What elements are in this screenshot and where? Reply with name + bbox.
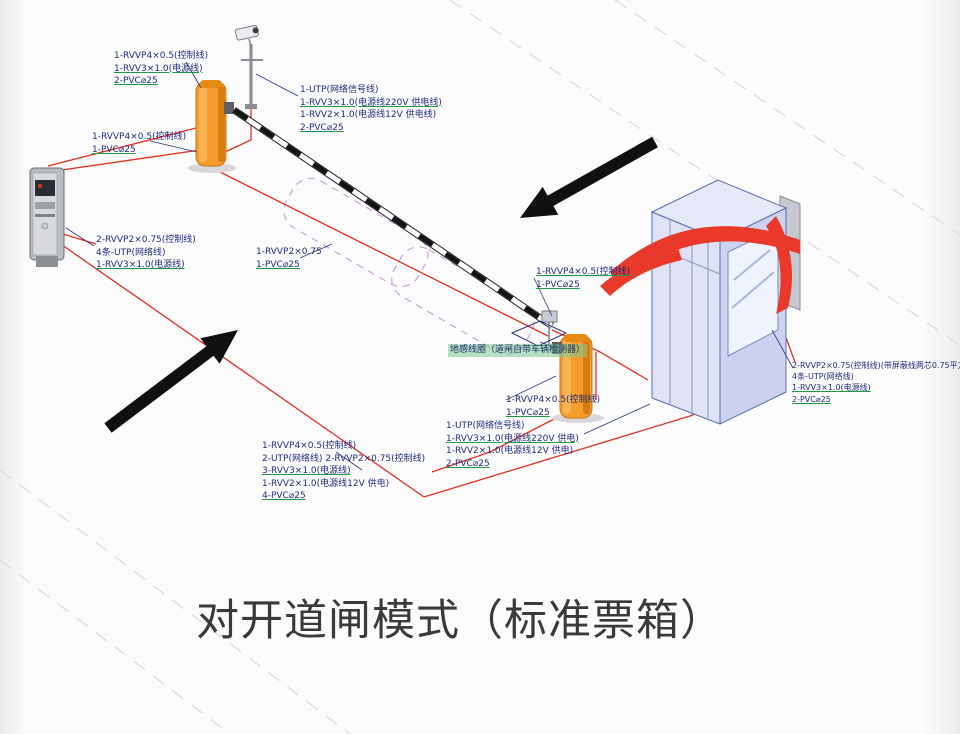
barrier-gate-1 xyxy=(188,80,554,329)
arrow-inbound-icon xyxy=(520,136,658,218)
label-block-gate2-right: 1-RVVP4×0.5(控制线) 1-PVC⌀25 xyxy=(506,394,600,419)
dispenser-screen xyxy=(35,180,55,196)
canopy-red-wave xyxy=(610,226,800,284)
cable-label: 1-RVV2×1.0(电源线12V 供电) xyxy=(446,446,574,457)
ground-loop-label: 地感线圈（道闸自带车辆检测器） xyxy=(450,345,586,355)
cable-label: 2-RVVP2×0.75(控制线) xyxy=(96,235,196,245)
cable-label: 2-UTP(网络线) 2-RVVP2×0.75(控制线) xyxy=(262,453,426,464)
cable-label: 1-RVVP4×0.5(控制线) xyxy=(114,51,209,61)
camera-icon xyxy=(234,24,259,41)
arrow-outbound-icon xyxy=(104,330,239,433)
label-block-booth-left: 1-UTP(网络信号线) 1-RVV3×1.0(电源线220V 供电) 1-RV… xyxy=(446,420,579,470)
cable-label: 1-RVV3×1.0(电源线220V 供电线) xyxy=(300,97,442,108)
cable-label: 1-UTP(网络信号线) xyxy=(300,85,379,95)
cable-label: 1-RVV3×1.0(电源线) xyxy=(114,63,203,74)
cable-label: 1-RVVP4×0.5(控制线) xyxy=(536,267,631,277)
cable-label: 1-RVV2×1.0(电源线12V 供电线) xyxy=(300,110,437,121)
cable-label: 2-PVC⌀25 xyxy=(446,458,490,469)
label-ground-loop: 地感线圈（道闸自带车辆检测器） xyxy=(448,344,588,357)
cable-label: 1-RVVP4×0.5(控制线) xyxy=(92,132,187,142)
cable-label: 1-PVC⌀25 xyxy=(536,279,580,290)
cable-label: 1-RVVP2×0.75 xyxy=(256,247,322,257)
guard-booth xyxy=(600,179,801,425)
label-block-gate1-left: 1-RVVP4×0.5(控制线) 1-PVC⌀25 xyxy=(92,131,186,156)
cable-label: 1-RVV2×1.0(电源线12V 供电) xyxy=(262,478,390,489)
camera-pole xyxy=(234,24,263,109)
cable-label: 4条-UTP(网络线) xyxy=(792,372,854,382)
cable-label: 1-RVV3×1.0(电源线220V 供电) xyxy=(446,433,579,444)
diagram-title: 对开道闸模式（标准票箱） xyxy=(196,596,724,646)
cable-label: 1-PVC⌀25 xyxy=(256,259,300,270)
cable-label: 4-PVC⌀25 xyxy=(262,491,306,502)
label-block-loop-left: 1-RVVP2×0.75 1-PVC⌀25 xyxy=(256,246,322,271)
cable-label: 2-RVVP2×0.75(控制线)(带屏蔽线两芯0.75平方) xyxy=(792,361,960,370)
label-block-ticket-machine: 2-RVVP2×0.75(控制线) 4条-UTP(网络线) 1-RVV3×1.0… xyxy=(96,234,196,272)
label-block-gate1-top: 1-RVVP4×0.5(控制线) 1-RVV3×1.0(电源线) 2-PVC⌀2… xyxy=(114,50,208,88)
cable-label: 3-RVV3×1.0(电源线) xyxy=(262,466,351,477)
cable-label: 1-PVC⌀25 xyxy=(506,407,550,418)
cable-label: 1-RVVP4×0.5(控制线) xyxy=(506,395,601,405)
label-block-booth-right: 2-RVVP2×0.75(控制线)(带屏蔽线两芯0.75平方) 4条-UTP(网… xyxy=(792,360,960,405)
ticket-dispenser xyxy=(29,167,65,267)
cable-label: 1-PVC⌀25 xyxy=(92,144,136,155)
ground-loop-coil xyxy=(510,320,568,347)
cable-label: 4条-UTP(网络线) xyxy=(96,247,166,258)
boom-hinge xyxy=(224,102,234,114)
cable-label: 2-PVC⌀25 xyxy=(300,122,344,133)
cable-label: 1-RVV3×1.0(电源线) xyxy=(792,383,871,393)
label-block-gate2-top: 1-RVVP4×0.5(控制线) 1-PVC⌀25 xyxy=(536,266,630,291)
cable-label: 1-RVV3×1.0(电源线) xyxy=(96,260,185,271)
label-block-camera: 1-UTP(网络信号线) 1-RVV3×1.0(电源线220V 供电线) 1-R… xyxy=(300,84,442,134)
label-block-bottom-left: 1-RVVP4×0.5(控制线) 2-UTP(网络线) 2-RVVP2×0.75… xyxy=(262,440,425,503)
cable-label: 1-RVVP4×0.5(控制线) xyxy=(262,441,357,451)
cable-label: 2-PVC⌀25 xyxy=(114,76,158,87)
cable-label: 1-UTP(网络信号线) xyxy=(446,421,525,431)
cable-label: 2-PVC⌀25 xyxy=(792,394,831,404)
direction-arrows xyxy=(104,136,658,433)
